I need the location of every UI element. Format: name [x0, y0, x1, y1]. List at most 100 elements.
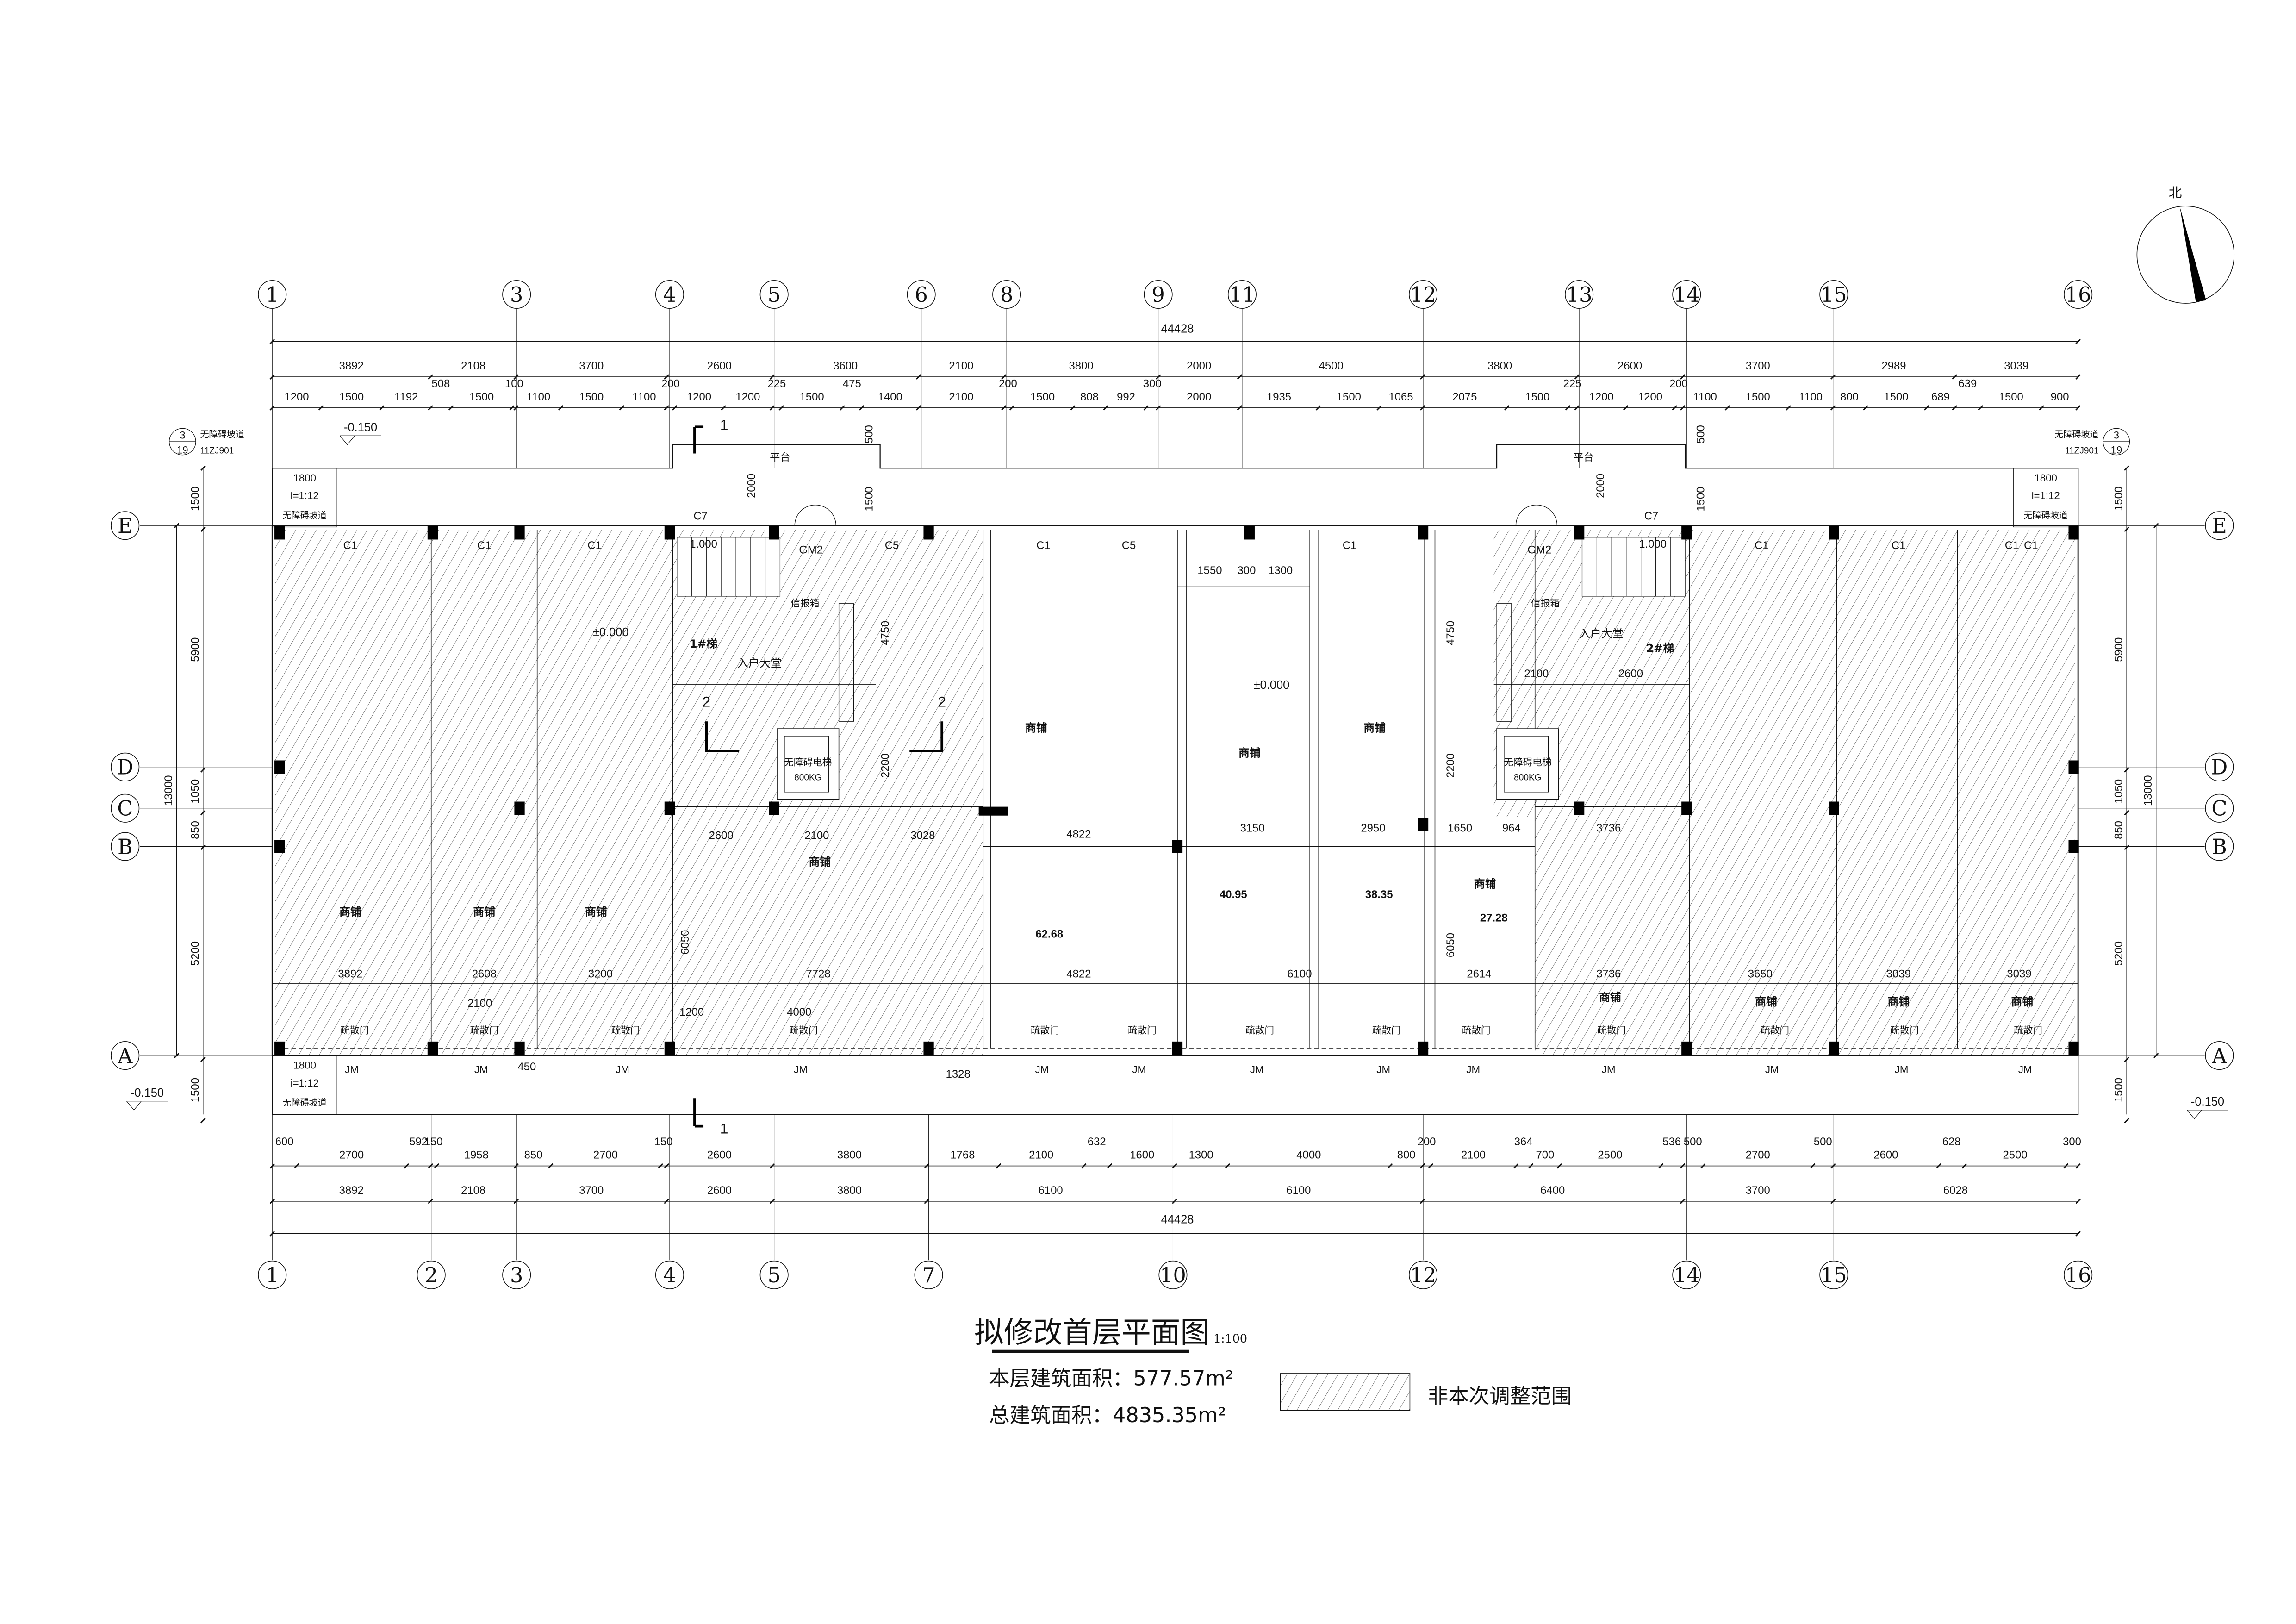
- structural-column: [274, 526, 285, 540]
- dim-bottom-detail-text: 2100: [1029, 1149, 1053, 1162]
- elevation-marker-icon: [2186, 1110, 2228, 1119]
- dim-bottom-detail-text: 2100: [1461, 1149, 1486, 1162]
- interior-dimension: 3028: [910, 830, 935, 842]
- dim-bottom-axis-text: 2108: [461, 1184, 485, 1197]
- interior-dimension: 6050: [1444, 933, 1457, 957]
- dim-top-axis-text: 2108: [461, 360, 485, 372]
- axis-label-top-bubble: [1227, 280, 1257, 309]
- dimension-tick: [2075, 1163, 2081, 1169]
- interior-dimension: 3150: [1240, 822, 1265, 835]
- axis-label-top: 13: [1566, 283, 1593, 307]
- elevation-indoor: ±0.000: [593, 626, 629, 639]
- axis-label-left-bubble: [111, 832, 140, 861]
- dim-top-detail-text: 225: [768, 377, 786, 390]
- dimension-tick: [1786, 405, 1791, 411]
- structural-column: [1829, 801, 1839, 815]
- structural-column: [2068, 840, 2079, 853]
- jm-door-tag: JM: [1035, 1064, 1049, 1075]
- dimension-tick: [664, 374, 669, 380]
- room-label: 商铺: [1599, 991, 1621, 1004]
- axis-label-bottom-bubble: [1158, 1260, 1188, 1289]
- dimension-tick: [769, 374, 775, 380]
- axis-label-bottom: 15: [1821, 1264, 1847, 1287]
- elevation-outdoor: -0.150: [131, 1087, 164, 1099]
- section-mark-label: 1: [720, 417, 728, 433]
- dim-top-axis-text: 2600: [707, 360, 732, 372]
- axis-label-bottom-bubble: [914, 1260, 943, 1289]
- structural-column: [274, 760, 285, 774]
- elevation-outdoor: -0.150: [2191, 1095, 2224, 1108]
- dimension-tick: [1830, 374, 1836, 380]
- lobby-label: 入户大堂: [1579, 627, 1623, 640]
- dim-bottom-detail-text: 300: [2063, 1136, 2081, 1148]
- dimension-tick: [1225, 1163, 1230, 1169]
- dim-top-detail-text: 225: [1563, 377, 1582, 390]
- room-label: 商铺: [585, 906, 607, 918]
- interior-dimension: 3892: [338, 968, 362, 981]
- interior-dimension: 2614: [1467, 968, 1491, 981]
- dim-top-axis-text: 4500: [1319, 360, 1344, 372]
- dim-bottom-detail-text: 364: [1514, 1136, 1533, 1148]
- axis-label-top-bubble: [1565, 280, 1594, 309]
- north-arrow-icon: [2179, 206, 2206, 302]
- elevation-indoor: ±0.000: [1254, 679, 1290, 692]
- dimension-tick: [1672, 405, 1678, 411]
- dim-bottom-detail-text: 4000: [1296, 1149, 1321, 1162]
- dimension-tick: [1419, 405, 1425, 411]
- interior-dimension: 2200: [879, 753, 892, 778]
- hatched-region: [1535, 530, 2075, 1056]
- interior-dimension: 2600: [1618, 668, 1643, 680]
- dim-top-axis-text: 3892: [339, 360, 364, 372]
- dimension-tick: [513, 1163, 519, 1169]
- ramp-width: 1800: [2034, 472, 2057, 484]
- legend-hatch-swatch: [1280, 1373, 1411, 1411]
- axis-label-top: 3: [510, 283, 523, 307]
- window-tag: C1: [1036, 539, 1050, 552]
- dim-bottom-detail-text: 3800: [837, 1149, 862, 1162]
- elevator-car: [784, 736, 829, 793]
- dimension-tick: [200, 767, 206, 773]
- interior-dimension: 4750: [1444, 621, 1457, 645]
- door-swing-icon: [794, 505, 836, 526]
- room-label: 商铺: [2011, 995, 2033, 1008]
- dimension-tick: [1156, 374, 1161, 380]
- structural-column: [664, 526, 675, 540]
- floor-area: 本层建筑面积：577.57m²: [989, 1367, 1234, 1390]
- exit-door-label: 疏散门: [1761, 1024, 1789, 1036]
- section-cut-marker-icon: [705, 721, 739, 752]
- axis-label-top-bubble: [1144, 280, 1173, 309]
- dim-side-text: 5200: [189, 941, 201, 966]
- dimension-tick: [1143, 405, 1149, 411]
- jm-door-tag: JM: [2018, 1064, 2032, 1075]
- dimension-tick: [1107, 1163, 1113, 1169]
- dim-top-detail-text: 639: [1958, 377, 1977, 390]
- window-tag: C1: [1343, 539, 1356, 552]
- dimension-tick: [1810, 1163, 1816, 1169]
- dimension-tick: [174, 1053, 180, 1058]
- dim-top-axis-text: 3039: [2004, 360, 2028, 372]
- dimension-tick: [1724, 405, 1730, 411]
- north-label: 北: [2169, 185, 2182, 200]
- dimension-tick: [664, 1199, 669, 1204]
- dimension-tick: [2124, 810, 2129, 816]
- room-label: 商铺: [1363, 721, 1386, 734]
- exit-door-label: 疏散门: [2014, 1024, 2042, 1036]
- axis-label-top: 6: [915, 283, 928, 307]
- dimension-tick: [2124, 526, 2129, 532]
- dim-bottom-detail-text: 1300: [1189, 1149, 1213, 1162]
- axis-label-top-bubble: [258, 280, 287, 309]
- ramp-outline: [272, 468, 337, 528]
- dim-side-total-text: 13000: [2142, 775, 2154, 806]
- dim-top-detail-text: 508: [432, 377, 450, 390]
- dimension-tick: [318, 405, 324, 411]
- axis-label-left: B: [118, 835, 133, 859]
- dimension-tick: [778, 405, 784, 411]
- jm-door-tag: JM: [1895, 1064, 1909, 1075]
- window-tag: GM2: [799, 544, 823, 556]
- dim-top-detail-text: 1200: [284, 391, 309, 403]
- dim-top-detail-text: 1500: [1746, 391, 1770, 403]
- structural-column: [1681, 801, 1692, 815]
- dimension-tick: [1001, 374, 1007, 380]
- dim-bottom-detail-text: 800: [1397, 1149, 1416, 1162]
